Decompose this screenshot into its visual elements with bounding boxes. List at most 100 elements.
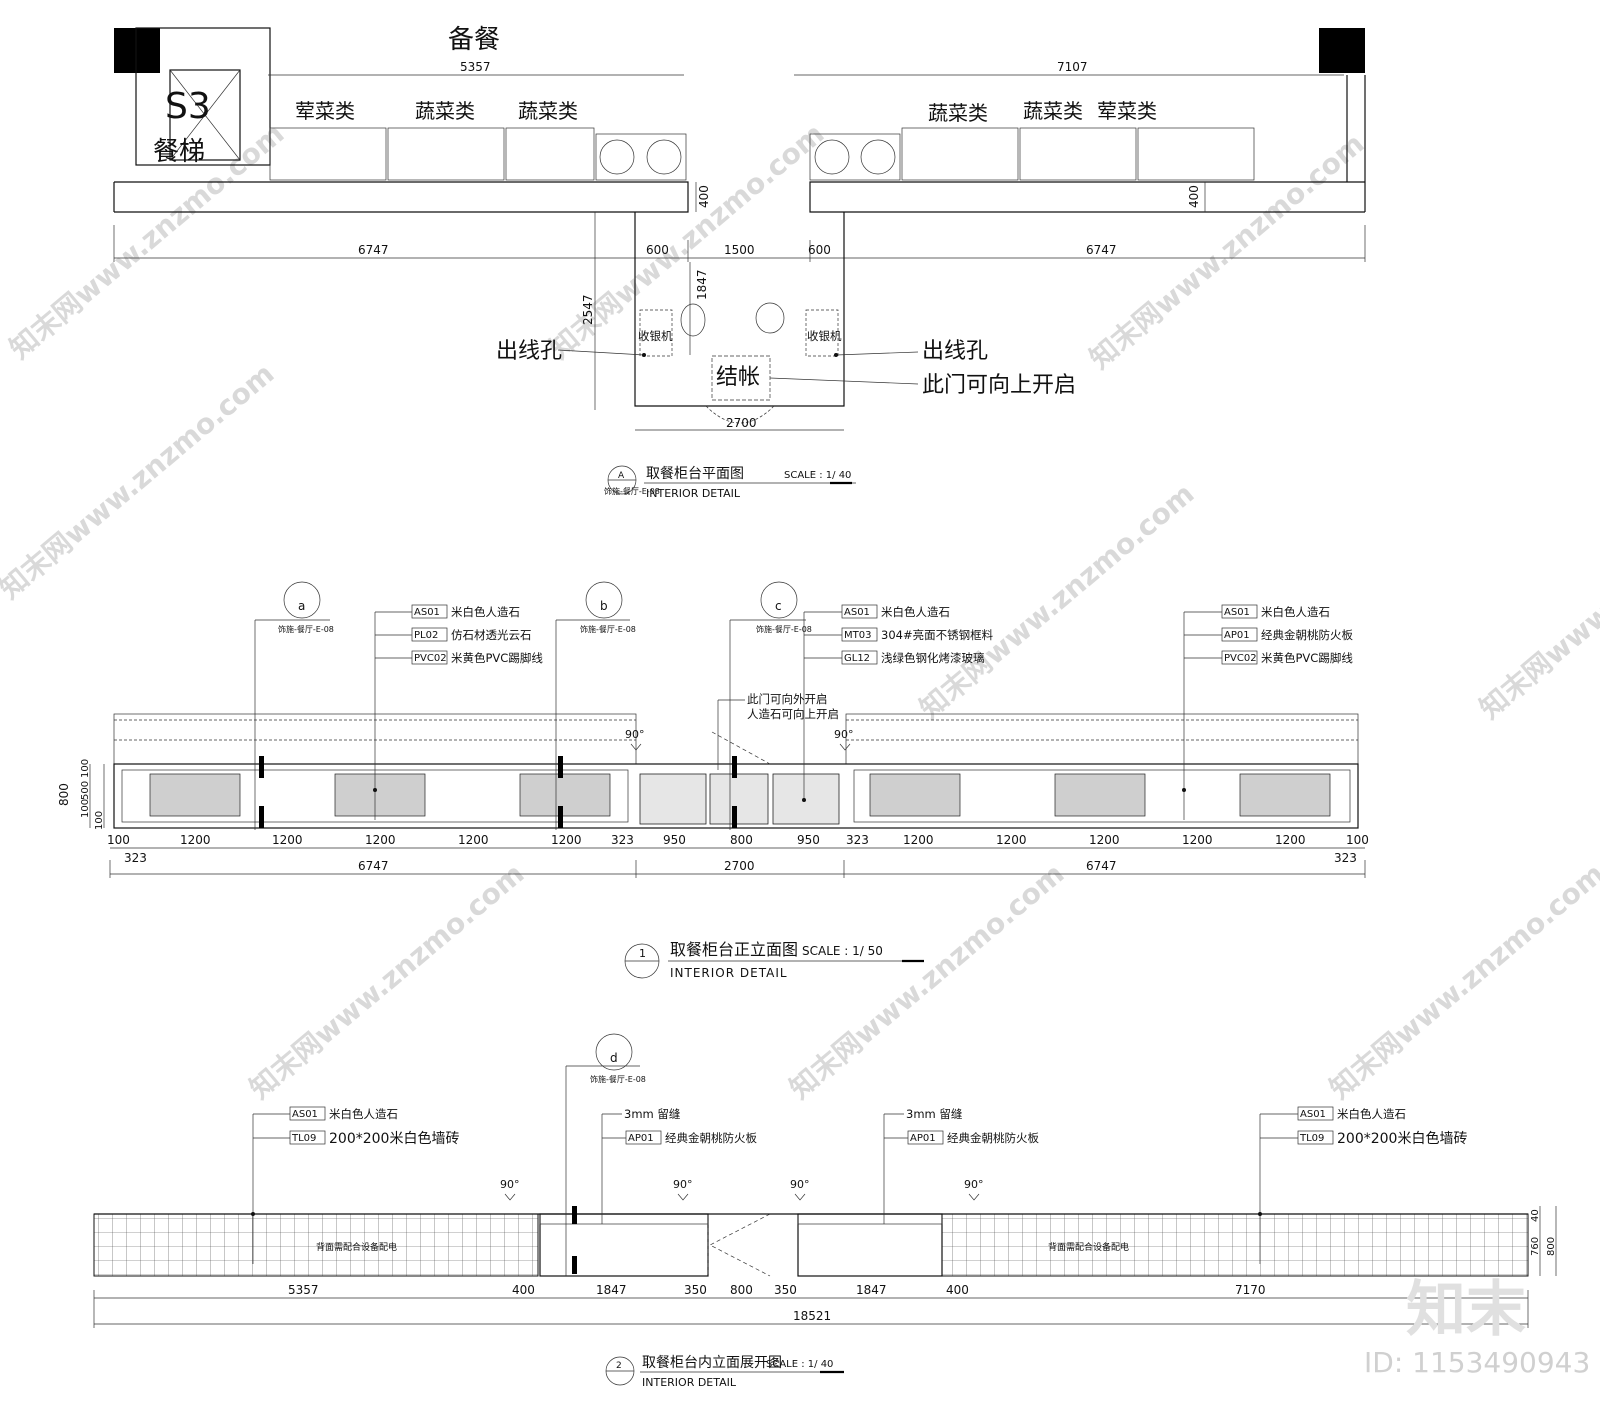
dim-label: 6747 — [1086, 243, 1117, 257]
seam-note: 3mm 留缝 — [906, 1107, 963, 1121]
callout-id: b — [600, 599, 608, 613]
note-text: 米黄色PVC踢脚线 — [1261, 651, 1353, 665]
note-code: AP01 — [1224, 630, 1250, 641]
brand-logo: 知末 — [1406, 1275, 1526, 1345]
front-title: 取餐柜台正立面图 — [670, 940, 798, 959]
dim-label: 400 — [512, 1283, 535, 1297]
dim-label: 800 — [730, 1283, 753, 1297]
note-text: 米白色人造石 — [1337, 1107, 1406, 1121]
note-text: 200*200米白色墙砖 — [1337, 1130, 1467, 1147]
watermark-layer: 知末网www.znzmo.com 知末网www.znzmo.com 知末网www… — [0, 117, 1600, 1105]
title-marker-ref: 饰施-餐厅-E-08 — [604, 486, 660, 496]
cable-hole-label: 出线孔 — [922, 339, 988, 364]
dim-label: 2700 — [724, 859, 755, 873]
elevator-shaft — [135, 27, 271, 166]
plan-scale: SCALE : 1/ 40 — [784, 470, 851, 481]
checkout-label: 结帐 — [716, 365, 760, 390]
dim-label: 950 — [797, 833, 820, 847]
seam-note: 3mm 留缝 — [624, 1107, 681, 1121]
inner-title: 取餐柜台内立面展开图 — [642, 1355, 782, 1371]
dim-label: 1200 — [365, 833, 396, 847]
callout-bubble — [760, 581, 798, 619]
dim-label: 323 — [124, 851, 147, 865]
watermark-text: 知末网www.znzmo.com — [783, 857, 1070, 1105]
note-text: 米白色人造石 — [451, 605, 520, 619]
note-text: 经典金朝桃防火板 — [665, 1131, 757, 1145]
dim-label: 100 — [94, 811, 105, 830]
dim-label: 400 — [697, 185, 711, 208]
callout-id: c — [775, 599, 782, 613]
note-code: PVC02 — [1224, 653, 1257, 664]
dim-label: 1200 — [1089, 833, 1120, 847]
plan-view: S3 餐梯 备餐 5357 7107 — [113, 25, 1366, 500]
note-text: 米黄色PVC踢脚线 — [451, 651, 543, 665]
column-block — [1319, 28, 1365, 73]
tile-wall-left — [93, 1213, 539, 1277]
dim-label: 323 — [1334, 851, 1357, 865]
watermark-text: 知末网www.znzmo.com — [1083, 127, 1370, 375]
glass-panel — [639, 773, 707, 825]
checkout-enclosure — [634, 212, 845, 407]
angle-label: 90° — [625, 728, 645, 741]
category-label: 荤菜类 — [1097, 99, 1157, 123]
callout-ref: 饰施-餐厅-E-08 — [590, 1074, 646, 1084]
cashier-machine — [805, 309, 839, 357]
cashier-label: 收银机 — [638, 329, 673, 343]
title-marker-id: 1 — [639, 947, 646, 960]
elevator-code: S3 — [165, 86, 211, 127]
cashier-label: 收银机 — [807, 329, 842, 343]
front-subtitle: INTERIOR DETAIL — [670, 966, 788, 980]
panel-note: 背面需配合设备配电 — [1048, 1241, 1129, 1253]
door-note: 此门可向上开启 — [922, 373, 1076, 398]
dim-label: 950 — [663, 833, 686, 847]
dim-label: 350 — [684, 1283, 707, 1297]
callout-bubble — [595, 1033, 633, 1071]
front-scale: SCALE : 1/ 50 — [802, 944, 883, 958]
dim-label: 323 — [846, 833, 869, 847]
dim-label: 2547 — [581, 294, 595, 325]
notes-right: AS01 米白色人造石 AP01 经典金朝桃防火板 PVC02 米黄色PVC踢脚… — [1182, 604, 1353, 820]
plan-subtitle: INTERIOR DETAIL — [646, 487, 741, 500]
dim-label: 1200 — [551, 833, 582, 847]
note-code: PL02 — [414, 630, 438, 641]
glass-door — [709, 773, 769, 825]
notes-left: AS01 米白色人造石 PL02 仿石材透光云石 PVC02 米黄色PVC踢脚线 — [373, 604, 543, 820]
callout-ref: 饰施-餐厅-E-08 — [756, 624, 812, 634]
dim-label: 5357 — [460, 60, 491, 74]
dims-row-1: 100 1200 1200 1200 1200 1200 323 950 800… — [107, 833, 1369, 847]
person-figure — [680, 303, 706, 337]
watermark-text: 知末网www.znzmo.com — [3, 117, 290, 365]
category-label: 荤菜类 — [295, 99, 355, 123]
dim-label: 1847 — [596, 1283, 627, 1297]
category-label: 蔬菜类 — [928, 101, 988, 125]
note-code: PVC02 — [414, 653, 447, 664]
inner-elevation: 背面需配合设备配电 背面需配合设备配电 d 饰施-餐厅-E-08 AS01 米白… — [93, 1033, 1557, 1389]
dim-label: 350 — [774, 1283, 797, 1297]
note-code: AS01 — [1300, 1109, 1326, 1120]
note-code: MT03 — [844, 630, 871, 641]
dim-label: 1200 — [180, 833, 211, 847]
dim-label: 100 — [80, 799, 91, 818]
title-marker-id: 2 — [616, 1361, 622, 1371]
front-elevation: a 饰施-餐厅-E-08 b 饰施-餐厅-E-08 c 饰施-餐厅-E-08 A… — [57, 581, 1369, 980]
dim-label: 40 — [1530, 1209, 1541, 1222]
notes-mid: AS01 米白色人造石 MT03 304#亮面不锈钢框料 GL12 浅绿色钢化烤… — [802, 604, 994, 802]
dim-label: 1200 — [272, 833, 303, 847]
watermark-text: 知末网www.znzmo.com — [543, 117, 830, 365]
column-block — [114, 28, 160, 73]
elevator-label: 餐梯 — [153, 137, 205, 167]
dim-label: 18521 — [793, 1309, 831, 1323]
note-code: TL09 — [291, 1133, 316, 1144]
category-label: 蔬菜类 — [1023, 99, 1083, 123]
note-code: GL12 — [844, 653, 870, 664]
dim-label: 1500 — [724, 243, 755, 257]
note-text: 经典金朝桃防火板 — [1261, 628, 1353, 642]
inner-subtitle: INTERIOR DETAIL — [642, 1376, 737, 1389]
dim-label: 600 — [808, 243, 831, 257]
dim-label: 1200 — [996, 833, 1027, 847]
cable-hole-label: 出线孔 — [496, 339, 562, 364]
door-note: 此门可向外开启 — [747, 692, 828, 706]
note-code: AS01 — [1224, 607, 1250, 618]
dim-label: 100 — [107, 833, 130, 847]
dim-label: 800 — [730, 833, 753, 847]
